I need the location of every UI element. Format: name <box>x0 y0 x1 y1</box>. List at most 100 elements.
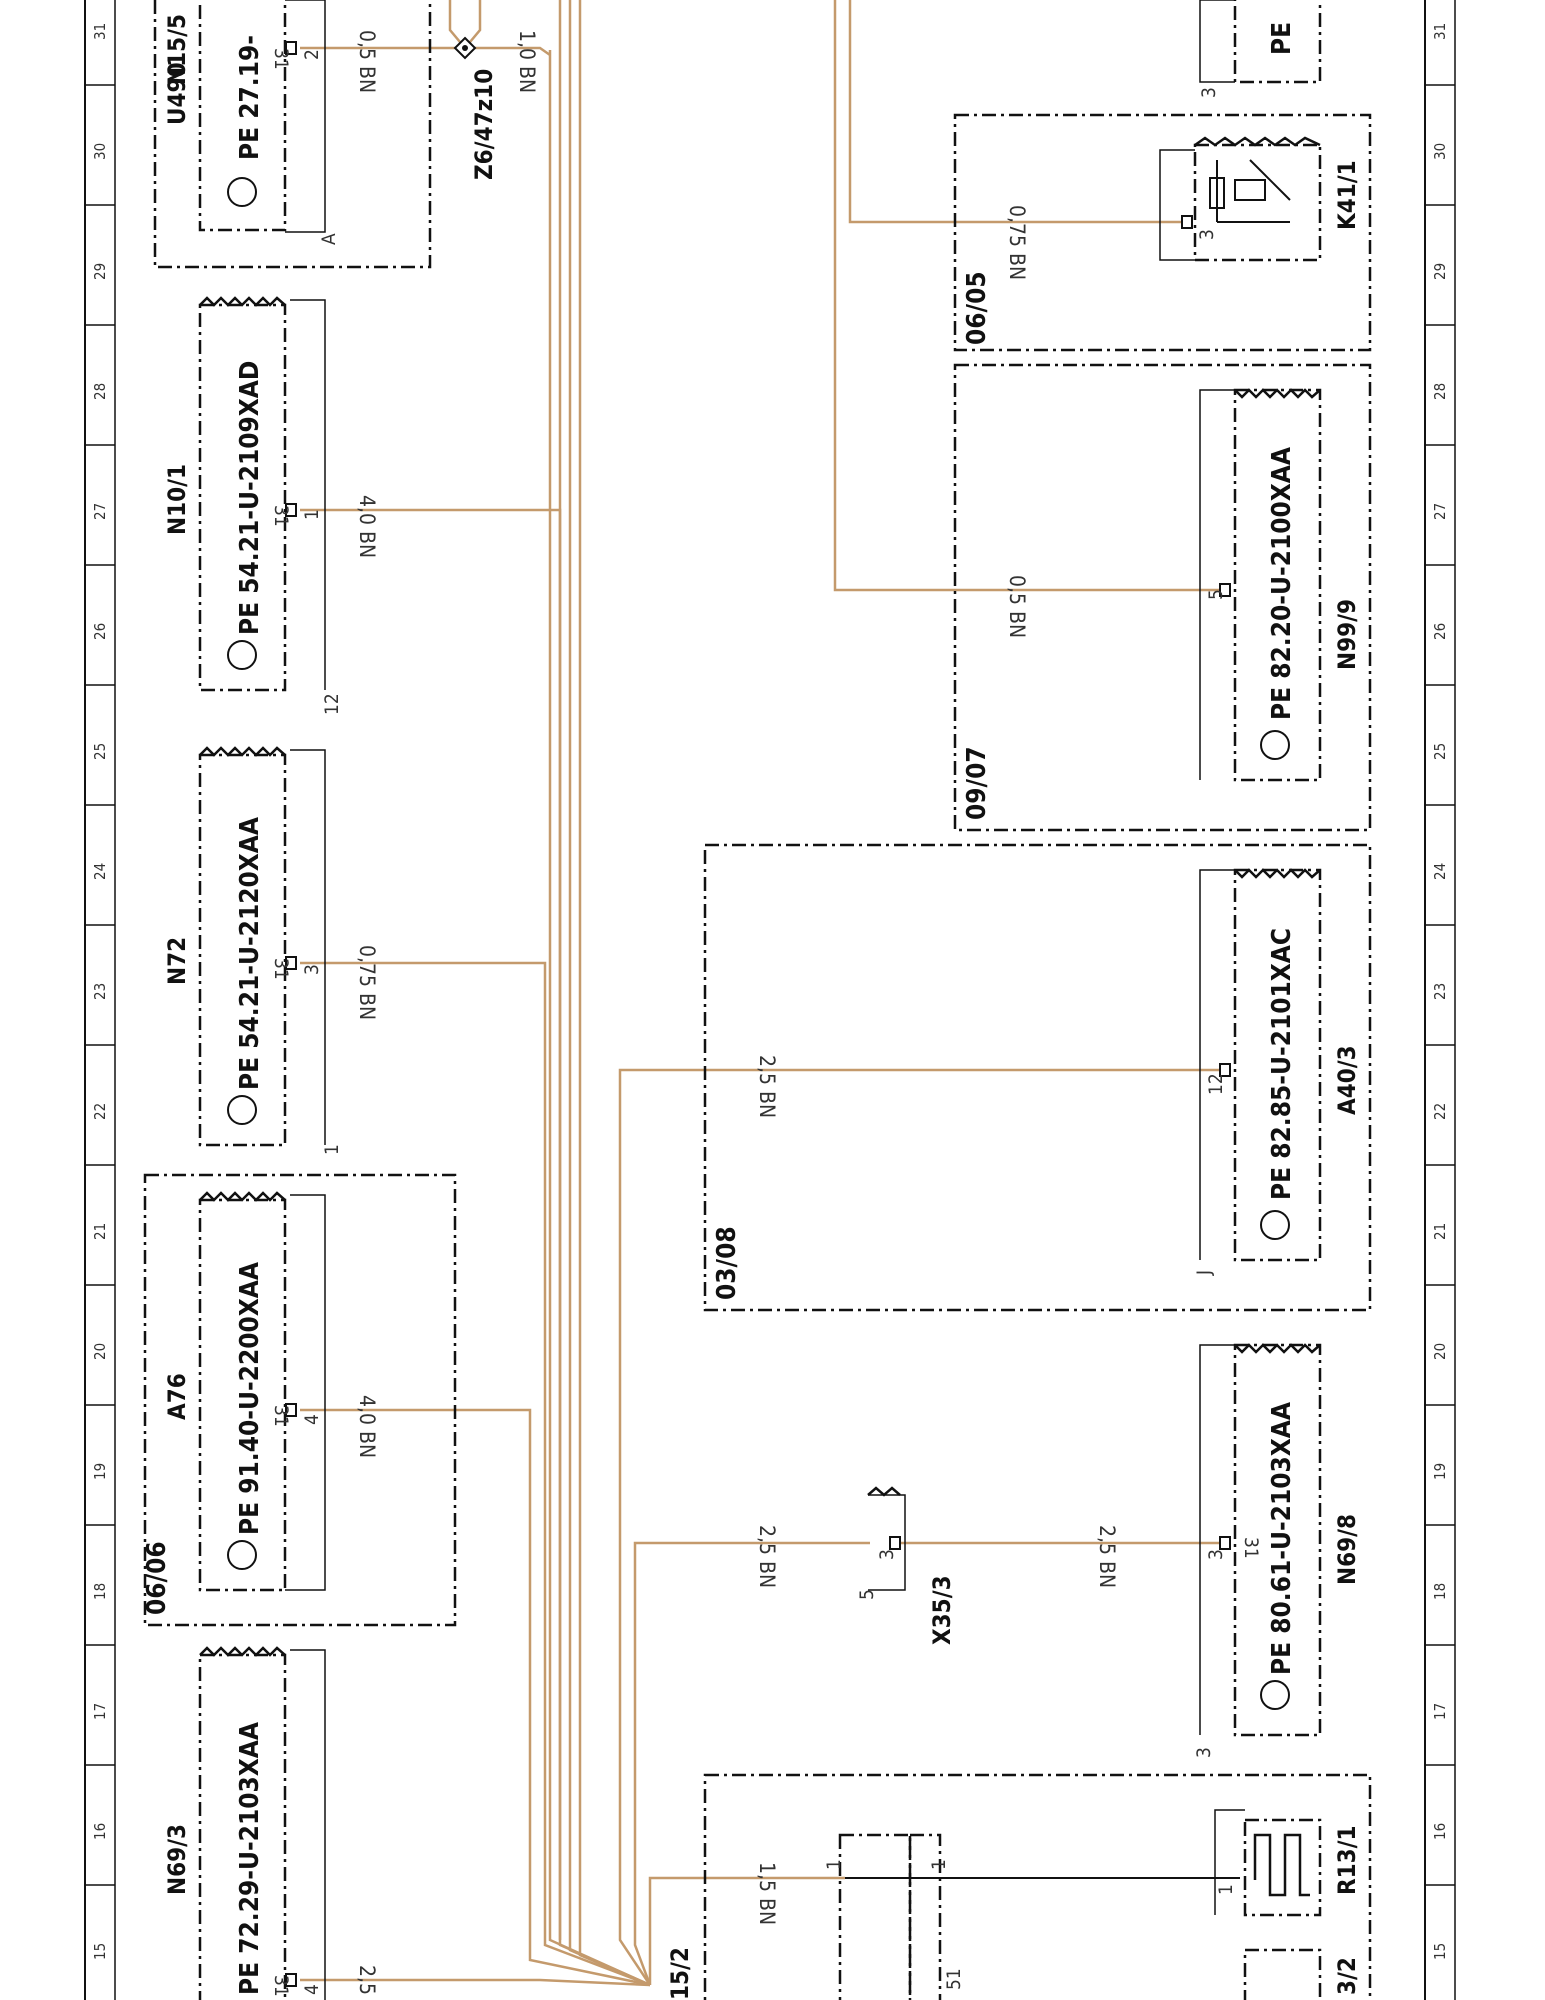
ruler-tick-label: 17 <box>91 1703 109 1720</box>
pe-n69-8: PE 80.61-U-2103XAA <box>1267 1402 1297 1675</box>
ruler-tick-label: 26 <box>91 623 109 640</box>
label-n69-3: N69/3 <box>163 1824 191 1895</box>
label-u490: U490 <box>163 62 191 125</box>
foot-x35-3: 5 <box>856 1589 878 1600</box>
ruler-tick-label: 17 <box>1431 1703 1449 1720</box>
left-zigzags <box>199 296 286 1657</box>
ruler-right <box>1424 0 1456 2000</box>
ruler-tick-label: 27 <box>91 503 109 520</box>
ruler-tick-label: 18 <box>91 1583 109 1600</box>
pe-a40-3: PE 82.85-U-2101XAC <box>1267 928 1297 1200</box>
pin-a76: 4 <box>301 1414 323 1425</box>
ruler-tick-label: 20 <box>1431 1343 1449 1360</box>
ruler-tick-label: 26 <box>1431 623 1449 640</box>
label-r13-1: R13/1 <box>1333 1825 1361 1895</box>
wire-z6: 1,0 BN <box>515 30 539 93</box>
wire-k41-1: 0,75 BN <box>1005 205 1029 280</box>
ruler-tick-label: 23 <box>1431 983 1449 1000</box>
pin-n72: 3 <box>301 964 323 975</box>
right-boxes <box>703 0 1372 2000</box>
ruler-tick-label: 21 <box>1431 1223 1449 1240</box>
junction-z6 <box>453 36 477 60</box>
label-z6: Z6/47z10 <box>470 69 498 180</box>
wire-a76: 4,0 BN <box>355 1395 379 1458</box>
pin-r13-d: 1 <box>1215 1884 1237 1895</box>
pe-a76: PE 91.40-U-2200XAA <box>235 1262 265 1535</box>
pin-n99-9: 5 <box>1205 589 1227 600</box>
pin-r13-a: 1 <box>823 1859 845 1870</box>
left-brackets <box>285 0 326 2000</box>
ruler-tick-label: 25 <box>1431 743 1449 760</box>
ruler-tick-label: 30 <box>1431 143 1449 160</box>
wire-n10-1: 4,0 BN <box>355 495 379 558</box>
ruler-tick-label: 24 <box>1431 863 1449 880</box>
label-n10-1: N10/1 <box>163 464 191 535</box>
date-n99-9: 09/07 <box>962 746 992 820</box>
pin-n15-5: 2 <box>301 49 323 60</box>
label-k41-1: K41/1 <box>1333 160 1361 230</box>
ruler-tick-label: 21 <box>91 1223 109 1240</box>
term-n69-3: 31 <box>270 1975 292 1997</box>
foot-a40-3: J <box>1193 1270 1215 1276</box>
ruler-tick-label: 27 <box>1431 503 1449 520</box>
terminal-stubs <box>285 41 1231 1987</box>
term-n15-5: 31 <box>270 48 292 70</box>
pin-u490: A <box>318 233 340 245</box>
pin-a40-3: 12 <box>1205 1073 1227 1095</box>
date-a76: 06/06 <box>142 1541 172 1615</box>
wire-n15-5: 0,5 BN <box>355 30 379 93</box>
pe-n10-1: PE 54.21-U-2109XAD <box>235 361 265 635</box>
ruler-tick-label: 29 <box>1431 263 1449 280</box>
term-n72: 31 <box>270 958 292 980</box>
heater-icon <box>845 1833 1310 1897</box>
label-a40-3: A40/3 <box>1333 1045 1361 1115</box>
pin-n69-3: 4 <box>301 1984 323 1995</box>
ruler-tick-label: 16 <box>1431 1823 1449 1840</box>
wire-r13-1: 1,5 BN <box>755 1862 779 1925</box>
wire-n99-9: 0,5 BN <box>1005 575 1029 638</box>
ground-label: 15/2 <box>666 1947 694 2000</box>
wire-n69-8: 2,5 BN <box>1095 1525 1119 1588</box>
right-brackets <box>868 0 1245 1915</box>
pe-n99-9: PE 82.20-U-2100XAA <box>1267 447 1297 720</box>
wire-a40-3: 2,5 BN <box>755 1055 779 1118</box>
label-bottom-r: 3/2 <box>1333 1957 1361 1995</box>
term-a76: 31 <box>270 1405 292 1427</box>
label-n69-8: N69/8 <box>1333 1514 1361 1585</box>
date-a40-3: 03/08 <box>712 1226 742 1300</box>
pin-n10-1: 1 <box>301 509 323 520</box>
ruler-tick-label: 22 <box>91 1103 109 1120</box>
term-n10-1: 31 <box>270 505 292 527</box>
ruler-tick-label: 31 <box>1431 23 1449 40</box>
ruler-tick-label: 15 <box>91 1943 109 1960</box>
pe-n15-5: PE 27.19- <box>235 35 265 160</box>
label-n15-5: N15/5 <box>163 14 191 85</box>
term-n69-8: 31 <box>1240 1537 1262 1559</box>
label-n72: N72 <box>163 937 191 985</box>
foot-n72: 1 <box>321 1144 343 1155</box>
ruler-tick-label: 30 <box>91 143 109 160</box>
ruler-tick-label: 28 <box>91 383 109 400</box>
foot-n69-8: 3 <box>1193 1747 1215 1758</box>
ruler-left <box>84 0 116 2000</box>
pin-n69-8: 3 <box>1205 1549 1227 1560</box>
date-k41-1: 06/05 <box>962 271 992 345</box>
ruler-tick-label: 19 <box>1431 1463 1449 1480</box>
left-boxes <box>143 0 457 2000</box>
pe-n69-3: PE 72.29-U-2103XAA <box>235 1722 265 1995</box>
wires <box>300 0 1225 1987</box>
ruler-tick-label: 19 <box>91 1463 109 1480</box>
ruler-tick-label: 16 <box>91 1823 109 1840</box>
ruler-tick-label: 29 <box>91 263 109 280</box>
ruler-tick-label: 31 <box>91 23 109 40</box>
ruler-tick-label: 20 <box>91 1343 109 1360</box>
label-a76: A76 <box>163 1373 191 1420</box>
pin-r13-b: 1 <box>928 1859 950 1870</box>
ruler-tick-label: 22 <box>1431 1103 1449 1120</box>
ruler-tick-label: 15 <box>1431 1943 1449 1960</box>
pin-x35-3: 3 <box>876 1549 898 1560</box>
pe-top: PE <box>1267 22 1297 55</box>
texts: U490 N15/5 PE 27.19- 0,5 BN Z6/47z10 1,0… <box>142 14 1361 2000</box>
